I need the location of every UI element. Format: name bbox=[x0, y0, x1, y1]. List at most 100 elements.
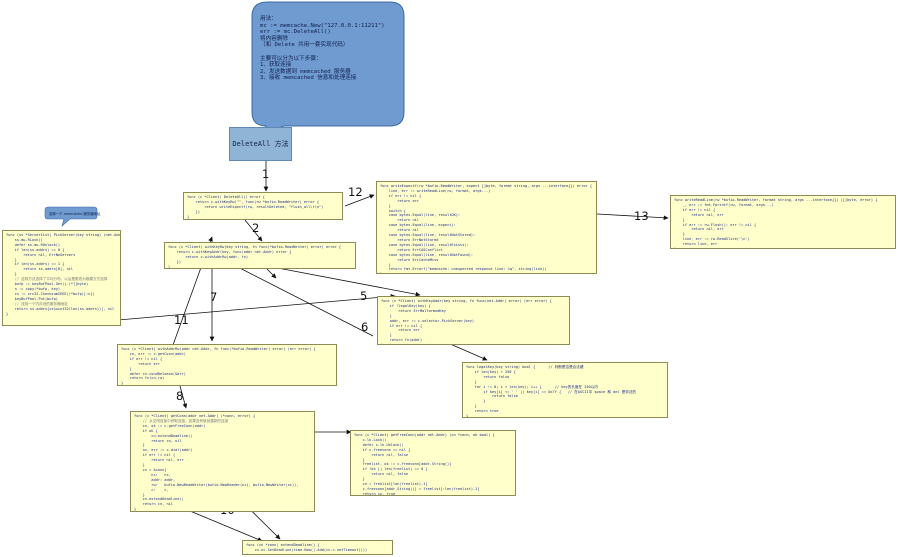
callout-line: mc := memcache.New("127.0.0.1:11211") bbox=[260, 22, 385, 29]
code-line: } bbox=[134, 463, 145, 468]
flow-arrow bbox=[179, 385, 188, 409]
code-line: nc: nc, bbox=[134, 472, 171, 477]
callout-line: 主要可以分为以下步骤： bbox=[260, 55, 322, 62]
code-line: nc, err := c.dial(addr) bbox=[134, 448, 193, 453]
code-line: switch { bbox=[380, 208, 406, 213]
code-line: c.lk.Lock() bbox=[354, 437, 387, 442]
code-line: } bbox=[466, 379, 477, 384]
code-line: // 从空闲连接中获取连接，如果没有就创建新的连接 bbox=[134, 418, 229, 423]
code-line: return writeExpectf(rw, resultDeleted, "… bbox=[187, 204, 324, 209]
code-line: return fn(addr) bbox=[381, 338, 423, 343]
code-line: return nil, err bbox=[674, 212, 724, 217]
code-line: return err bbox=[381, 328, 420, 333]
code-line: if err != nil { bbox=[381, 323, 423, 328]
code-line: return nil bbox=[380, 218, 419, 223]
code-line: cn = freelist[len(freelist)-1] bbox=[354, 482, 428, 487]
pickserver-callout-bubble bbox=[44, 206, 98, 227]
code-line: line, err := rw.ReadSlice('\n') bbox=[674, 237, 750, 242]
callout-line bbox=[260, 49, 402, 56]
arrow-step-number: 7 bbox=[210, 290, 217, 304]
code-line: return nil bbox=[380, 228, 419, 233]
code-box-deleteall: func (c *Client) DeleteAll() error { ret… bbox=[183, 192, 343, 220]
code-line: return c.withKeyRw("", func(rw *bufio.Re… bbox=[187, 199, 319, 204]
code-line: } bbox=[168, 264, 171, 269]
code-line: func (ss *ServerList) PickServer(key str… bbox=[6, 233, 121, 237]
code-line: _, err := fmt.Fprintf(rw, format, args..… bbox=[674, 202, 774, 207]
usage-callout-bubble bbox=[251, 1, 405, 135]
code-box-withaddrrw: func (c *Client) withAddrRw(addr net.Add… bbox=[117, 344, 337, 386]
code-box-withkeyrw: func (c *Client) withKeyRw(key string, f… bbox=[164, 242, 356, 269]
code-line: return c.withAddrRw(addr, fn) bbox=[168, 254, 249, 259]
code-line: return ErrMalformedKey bbox=[381, 308, 446, 313]
code-line: cn.extendDeadline() bbox=[134, 433, 193, 438]
code-line: cn.nc.SetDeadline(time.Now().Add(cn.c.ne… bbox=[246, 547, 368, 552]
arrow-step-number: 2 bbox=[252, 221, 259, 235]
code-line: func legalKey(key string) bool { // 判断是否… bbox=[466, 365, 584, 369]
flow-arrow bbox=[344, 194, 375, 207]
code-line: case bytes.Equal(line, resultNotFound): bbox=[380, 252, 474, 257]
code-line: if len(key) > 250 { bbox=[466, 369, 516, 374]
code-line: } bbox=[121, 381, 124, 386]
code-line: cs := crc32.ChecksumIEEE((*bufp)[:n]) bbox=[6, 291, 95, 296]
arrow-step-number: 6 bbox=[361, 320, 368, 334]
code-line: return nil, err bbox=[134, 458, 184, 463]
code-line: } bbox=[380, 272, 593, 273]
code-line: return false bbox=[466, 374, 510, 379]
code-line: if c.freeconn == nil { bbox=[354, 447, 411, 452]
code-line: return cn, true bbox=[354, 491, 396, 496]
code-line: if err != nil { bbox=[674, 207, 716, 212]
code-box-legalkey: func legalKey(key string) bool { // 判断是否… bbox=[462, 362, 668, 418]
code-line: } bbox=[134, 492, 145, 497]
code-line: cn, err := c.getConn(addr) bbox=[121, 351, 186, 356]
code-line: line, err := writeReadLine(rw, format, a… bbox=[380, 188, 491, 193]
code-line: if len(ss.addrs) == 0 { bbox=[6, 247, 65, 252]
pickserver-callout-text: 选择一个 memcache 服务器地址 bbox=[49, 212, 101, 216]
code-line: } bbox=[674, 247, 892, 248]
flow-arrow bbox=[596, 213, 669, 221]
code-line: if err != nil { bbox=[380, 193, 422, 198]
flow-arrow bbox=[117, 293, 396, 321]
code-line: cn = &conn{ bbox=[134, 467, 167, 472]
code-line: defer c.lk.Unlock() bbox=[354, 442, 404, 447]
code-line: for i := 0; i < len(key); i++ { // key的长… bbox=[466, 384, 598, 389]
arrow-step-number: 12 bbox=[348, 185, 363, 199]
code-line: }) bbox=[168, 259, 181, 264]
usage-callout-text: 用法：mc := memcache.New("127.0.0.1:11211")… bbox=[260, 16, 402, 82]
code-line: func (c *Client) DeleteAll() error { bbox=[187, 195, 265, 199]
code-line: } bbox=[381, 313, 392, 318]
code-line: } bbox=[6, 272, 17, 277]
code-line: ss.mu.RLock() bbox=[6, 237, 43, 242]
code-line: return fmt.Errorf("memcache: unexpected … bbox=[380, 267, 547, 272]
code-line: addr: addr, bbox=[134, 477, 176, 482]
code-line: n := copy(*bufp, key) bbox=[6, 286, 61, 291]
callout-line: 1、获取连接 bbox=[260, 62, 292, 69]
code-line: return false bbox=[466, 394, 518, 399]
code-line: } bbox=[6, 311, 9, 316]
code-box-withkeyaddr: func (c *Client) withKeyAddr(key string,… bbox=[377, 296, 570, 345]
code-line: case bytes.Equal(line, resultNotStored): bbox=[380, 233, 476, 238]
code-line: case bytes.Equal(line, expect): bbox=[380, 223, 456, 228]
deleteall-label-text: DeleteAll 方法 bbox=[232, 140, 289, 148]
code-line: } bbox=[187, 214, 190, 219]
code-line: } bbox=[674, 217, 685, 222]
code-box-getconn: func (c *Client) getConn(addr net.Addr) … bbox=[130, 411, 315, 512]
callout-line: 3、接收 memcached 信息和处理连接 bbox=[260, 75, 357, 82]
callout-line: 2、发送数据到 memcached 服务器 bbox=[260, 68, 351, 75]
code-line: case bytes.Equal(line, resultExists): bbox=[380, 242, 469, 247]
code-line: func (c *Client) getFreeConn(addr net.Ad… bbox=[354, 433, 495, 437]
code-line: func writeExpectf(rw *bufio.ReadWriter, … bbox=[380, 184, 593, 188]
arrow-step-number: 11 bbox=[174, 313, 189, 327]
code-line: if !ok || len(freelist) == 0 { bbox=[354, 467, 428, 472]
code-line: } bbox=[354, 477, 365, 482]
code-line: return true bbox=[466, 409, 499, 414]
code-line: }) bbox=[187, 209, 200, 214]
code-line: } bbox=[380, 203, 391, 208]
code-line: if ok { bbox=[134, 428, 158, 433]
code-line: } bbox=[380, 262, 391, 267]
arrow-step-number: 8 bbox=[176, 389, 183, 403]
code-line: cn, ok := c.getFreeConn(addr) bbox=[134, 423, 206, 428]
code-line: case bytes.Equal(line, resultOK): bbox=[380, 213, 461, 218]
code-line: if !legalKey(key) { bbox=[381, 303, 431, 308]
code-line: return cn, nil bbox=[134, 502, 173, 507]
code-line: return ss.addrs[cs%uint32(len(ss.addrs))… bbox=[6, 306, 115, 311]
